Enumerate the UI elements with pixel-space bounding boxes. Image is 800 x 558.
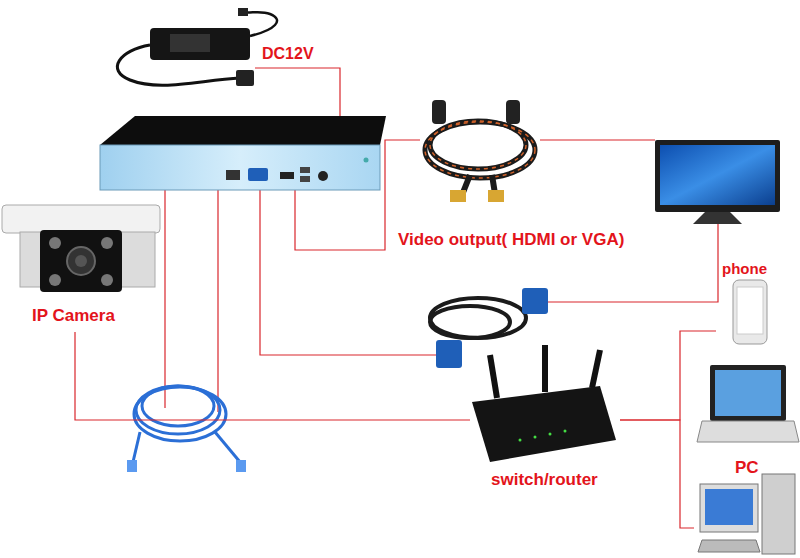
power-label: DC12V bbox=[262, 45, 314, 63]
network-link bbox=[620, 331, 716, 420]
device-node: phone bbox=[716, 257, 792, 349]
phone-label: phone bbox=[722, 260, 767, 277]
device-node: IP Camera bbox=[0, 200, 165, 332]
hdmi-cable bbox=[425, 100, 535, 202]
desktop-pc bbox=[698, 474, 795, 554]
ip-camera bbox=[2, 205, 160, 292]
camera-label: IP Camera bbox=[32, 306, 115, 326]
router-label: switch/router bbox=[491, 470, 598, 490]
network-link bbox=[75, 332, 470, 420]
monitor bbox=[655, 140, 780, 224]
power-adapter bbox=[117, 8, 277, 86]
router bbox=[472, 345, 616, 462]
video-output-label: Video output( HDMI or VGA) bbox=[398, 230, 624, 250]
pc-label: PC bbox=[735, 458, 759, 478]
nvr-recorder bbox=[100, 116, 386, 190]
device-node: switch/router bbox=[470, 340, 620, 495]
laptop bbox=[697, 365, 799, 442]
network-link bbox=[620, 420, 694, 528]
phone bbox=[733, 280, 767, 344]
device-node: PC bbox=[694, 360, 798, 556]
network-cable bbox=[127, 386, 246, 472]
